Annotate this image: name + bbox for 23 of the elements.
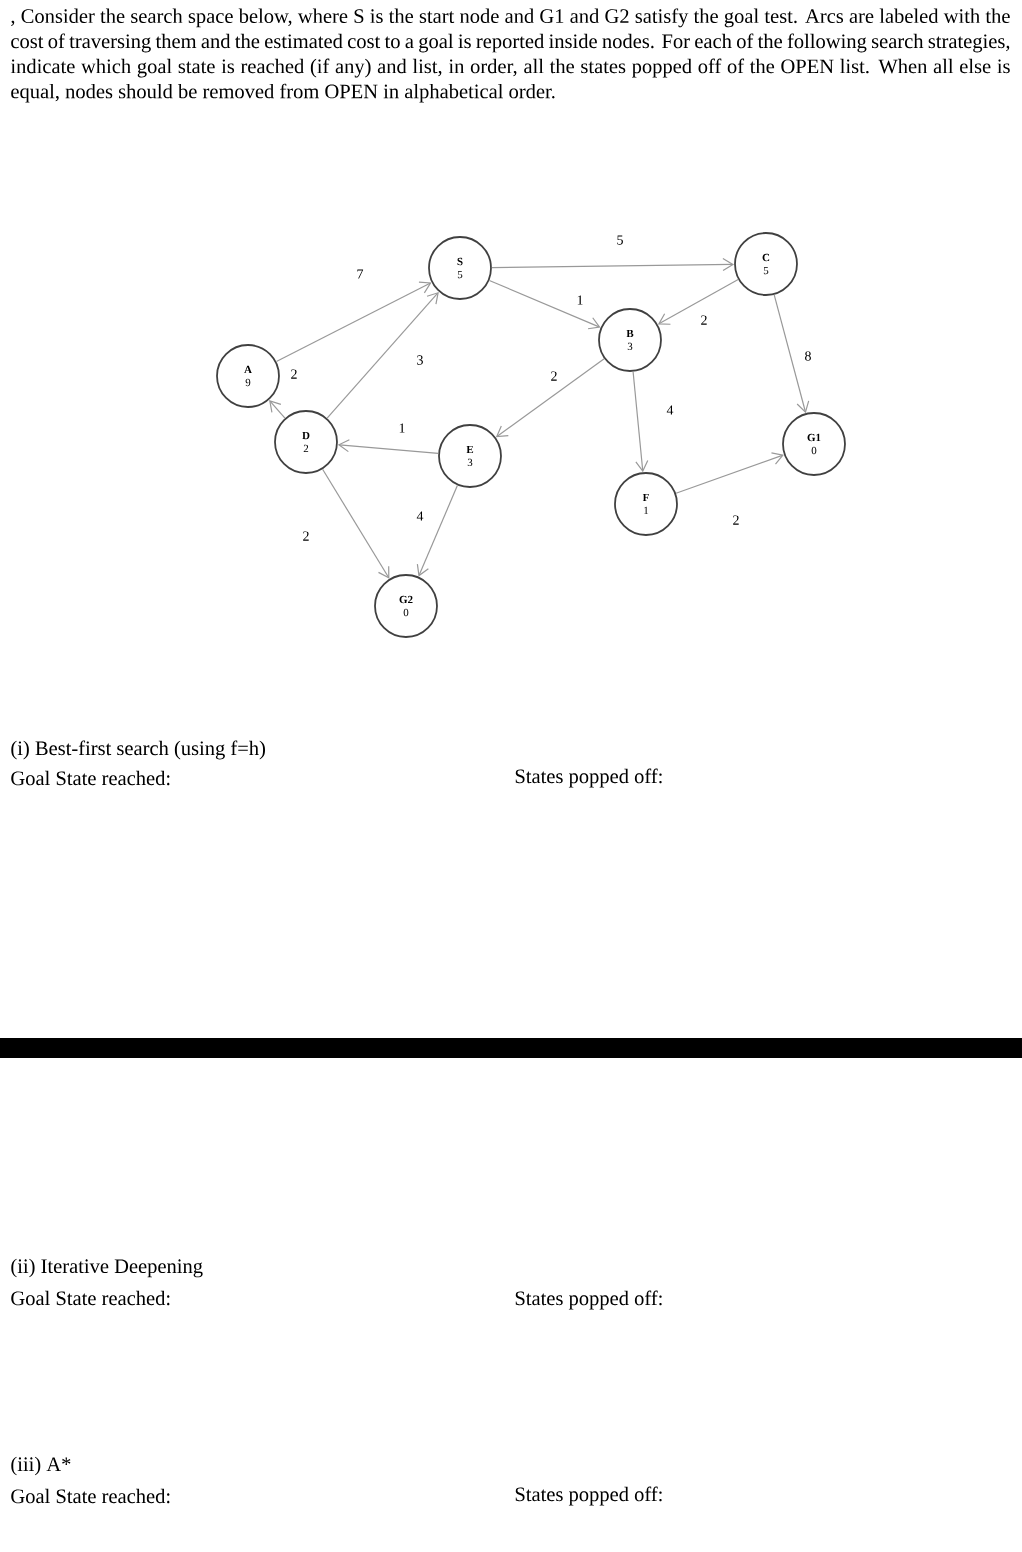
arrow [657,278,739,325]
arrow [269,399,286,419]
arrow [322,468,390,579]
arrow [326,291,439,419]
arrow [773,294,810,414]
question-text: States popped off: [515,1486,662,1506]
question-text: Goal State reached: [11,770,170,786]
arrow [416,484,459,577]
question-text: Goal State reached: [11,1488,170,1504]
arrow [488,279,601,330]
arrow [675,452,784,494]
question-text: States popped off: [515,1290,662,1310]
question-text: (iii) A* [11,1456,71,1476]
arrow [491,258,735,272]
arrow [275,281,432,363]
arrow [632,371,649,473]
instructions-text: , Consider the search space below, where S is the start node and G1 and G2 satisfy the goal test. Arcs are labeled with the cost of traversing them and the estimated cost to a goal is reported inside nodes. For each of the following search strategies, indicate which goal state is reached (if any) and list, in order, all the states popped off of the OPEN list. When all else is equal, nodes should be removed from OPEN in alphabetical order. [10,8,1010,103]
question-text: (ii) Iterative Deepening [11,1258,203,1278]
question-text: States popped off: [515,768,662,788]
question-text: Goal State reached: [11,1290,170,1306]
arrow [495,358,605,438]
arrow [337,439,439,454]
question-text: (i) Best-first search (using f=h) [11,740,265,760]
